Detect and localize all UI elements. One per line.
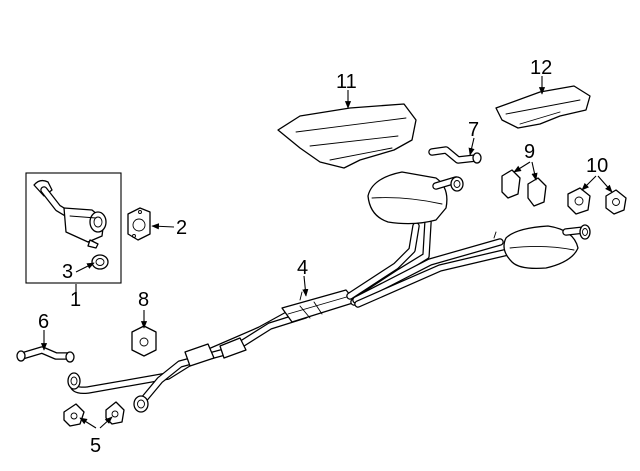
callout-6: 6 bbox=[38, 311, 49, 333]
catalytic-converter-box bbox=[25, 172, 122, 284]
callout-12: 12 bbox=[530, 57, 552, 79]
hanger-9-left bbox=[501, 169, 521, 199]
flange-gasket-2 bbox=[127, 207, 151, 241]
upper-muffler bbox=[367, 171, 464, 225]
callout-11: 11 bbox=[336, 71, 357, 93]
hanger-9-right bbox=[527, 177, 547, 207]
exhaust-pipe-assembly bbox=[67, 171, 591, 413]
callout-7: 7 bbox=[468, 119, 479, 141]
callout-4: 4 bbox=[297, 257, 308, 279]
heat-shield-11 bbox=[277, 103, 417, 169]
isolator-5-left bbox=[63, 403, 85, 427]
isolator-10-right bbox=[605, 189, 627, 215]
callout-5: 5 bbox=[90, 435, 101, 457]
catalytic-converter bbox=[33, 179, 107, 249]
callout-2: 2 bbox=[176, 217, 187, 239]
pipe-6 bbox=[16, 346, 75, 363]
rear-muffler bbox=[503, 224, 591, 270]
heat-shield-12 bbox=[495, 85, 591, 129]
isolator-10-left bbox=[567, 187, 591, 215]
callout-10: 10 bbox=[586, 155, 608, 177]
gasket-3 bbox=[91, 254, 109, 270]
bracket-7 bbox=[428, 146, 482, 164]
callout-3: 3 bbox=[62, 261, 73, 283]
callout-1: 1 bbox=[70, 289, 81, 311]
hanger-8 bbox=[131, 325, 157, 357]
callout-9: 9 bbox=[524, 141, 535, 163]
leader-lines bbox=[40, 76, 613, 429]
callout-8: 8 bbox=[138, 289, 149, 311]
